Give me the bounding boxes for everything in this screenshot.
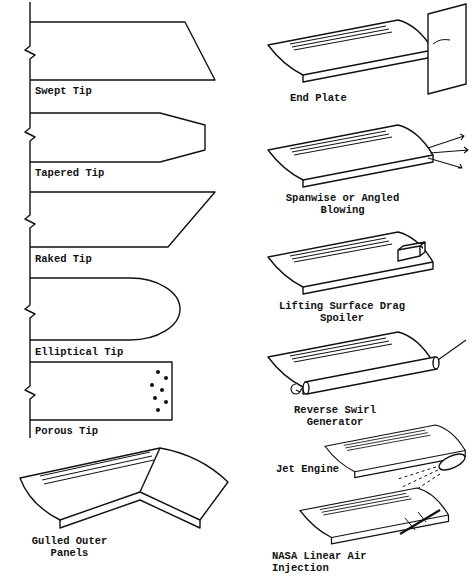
blowing-jets (428, 134, 468, 168)
blowing-wing (268, 125, 433, 187)
porous-tip (30, 362, 172, 420)
air-injection (400, 510, 440, 534)
caption-label: Reverse Swirl Generator (285, 404, 385, 428)
porous-holes (150, 370, 168, 412)
end-plate-wing (268, 20, 433, 82)
elliptical-tip (30, 278, 180, 340)
swirl-tube (291, 340, 466, 394)
gulled-wing (20, 448, 228, 528)
tapered-tip (30, 113, 205, 162)
spoiler-wing (268, 232, 433, 294)
caption-label: NASA Linear Air Injection (272, 550, 412, 574)
caption-label: Spanwise or Angled Blowing (280, 192, 405, 216)
caption-label: Lifting Surface Drag Spoiler (272, 300, 412, 324)
end-plate (428, 4, 466, 94)
raked-tip (30, 192, 215, 247)
caption-label: Swept Tip (35, 85, 92, 97)
drag-spoiler (398, 242, 425, 261)
caption-label: Raked Tip (35, 253, 92, 265)
swept-tip (30, 22, 215, 80)
caption-label: Elliptical Tip (35, 346, 123, 358)
caption-label: Tapered Tip (35, 167, 104, 179)
caption-label: End Plate (290, 92, 347, 104)
root-line (25, 2, 35, 438)
caption-label: Jet Engine (276, 463, 339, 475)
caption-label: Porous Tip (35, 425, 98, 437)
injection-wing (300, 488, 449, 544)
caption-label: Gulled Outer Panels (22, 535, 117, 559)
